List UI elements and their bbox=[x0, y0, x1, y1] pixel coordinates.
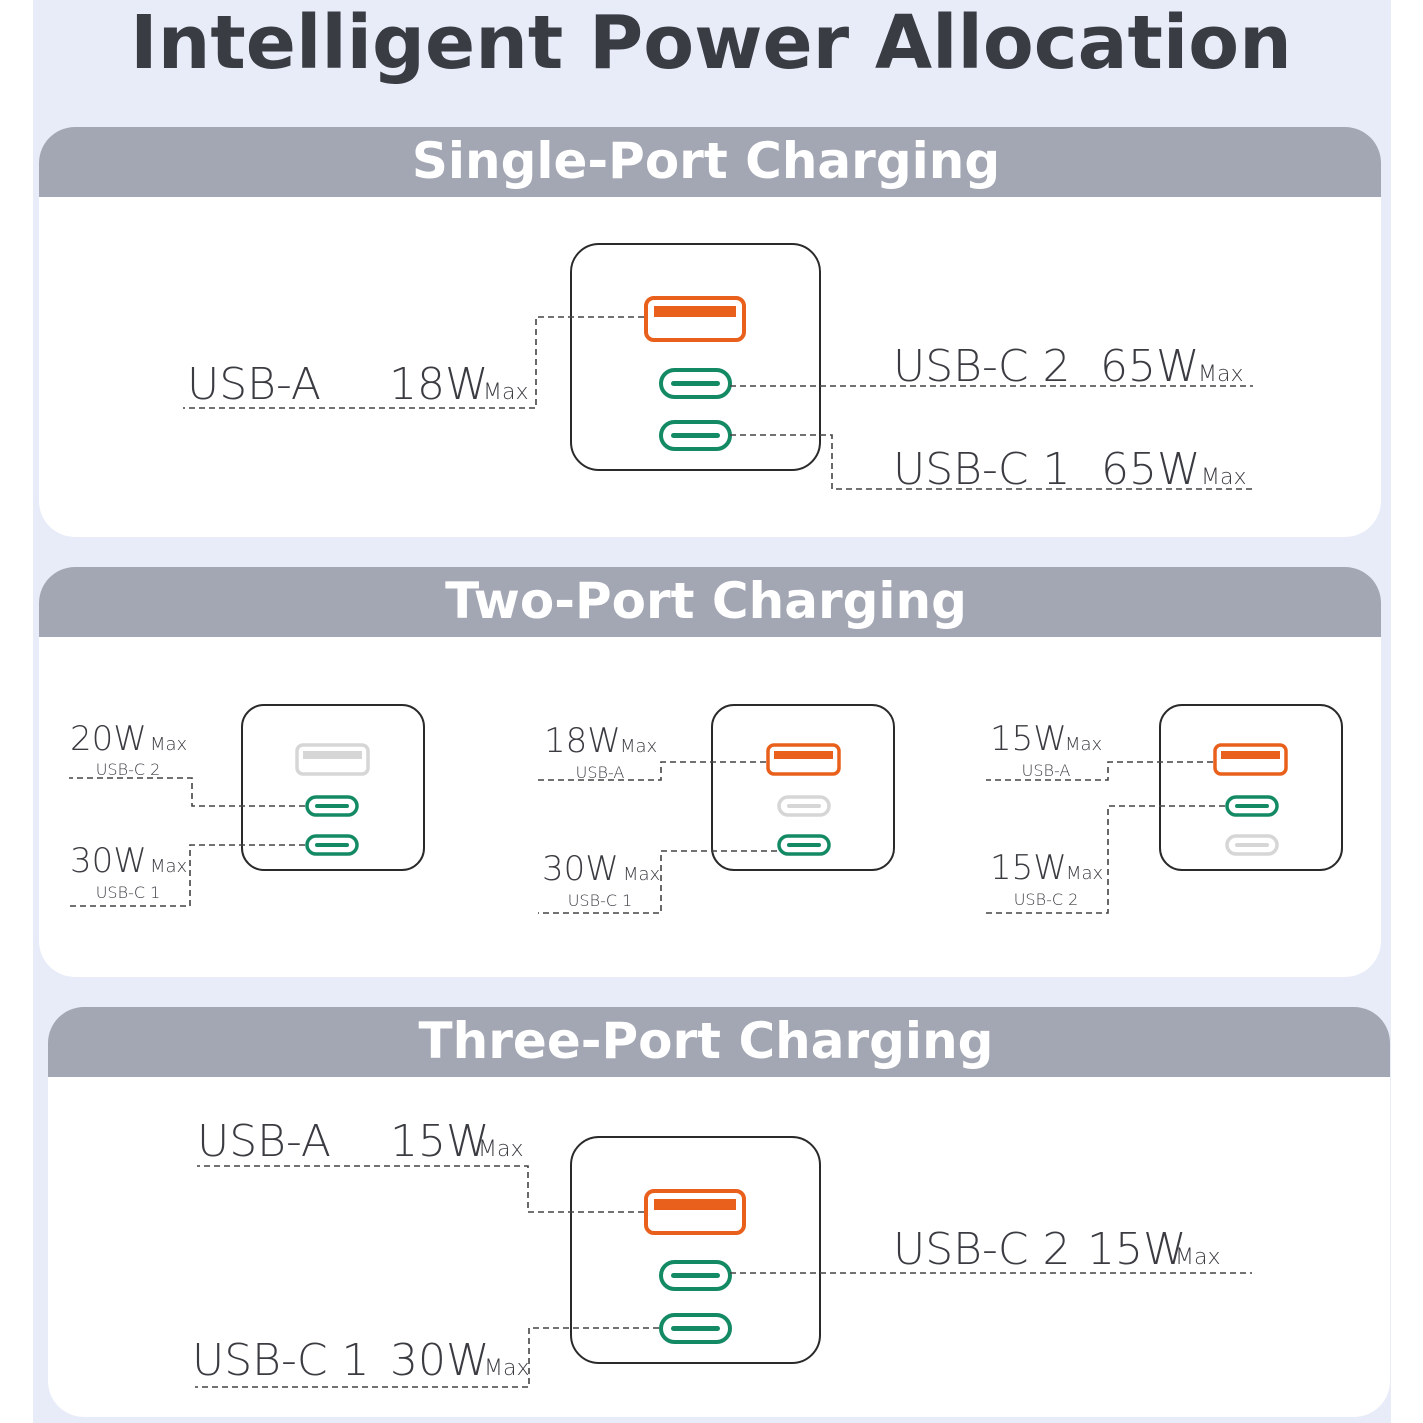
usb-c1-power-value: 30W bbox=[70, 841, 147, 881]
usb-c2-power-value: 15W bbox=[990, 848, 1067, 888]
usb-c2-port-active bbox=[659, 368, 732, 399]
usb-c1-leader-line bbox=[68, 844, 305, 907]
usb-c2-power-value: 15W bbox=[1087, 1224, 1187, 1275]
usb-a-power-value: 15W bbox=[390, 1116, 490, 1167]
usb-c2-max-label: Max bbox=[150, 734, 187, 755]
page-title: Intelligent Power Allocation bbox=[130, 0, 1292, 86]
usb-c1-max-label: Max bbox=[484, 1356, 529, 1381]
usb-a-leader-line bbox=[538, 761, 766, 781]
three-port-panel: Three-Port Charging USB-A 15W Max USB-C … bbox=[48, 1007, 1390, 1417]
usb-a-port-inactive bbox=[295, 743, 370, 776]
usb-c2-port-label: USB-C 2 bbox=[893, 341, 1071, 392]
usb-a-port-active bbox=[644, 1189, 746, 1235]
two-panel-header bbox=[39, 567, 1381, 637]
usb-c2-power-value: 20W bbox=[70, 719, 147, 759]
two-port-combo-a-c2: 15W Max USB-A 15W Max USB-C 2 bbox=[986, 704, 1343, 914]
usb-c1-port-tongue bbox=[315, 843, 349, 847]
usb-c1-leader-line bbox=[730, 434, 1256, 490]
usb-c2-port-active bbox=[1225, 795, 1279, 817]
three-panel-header bbox=[48, 1007, 1390, 1077]
usb-c1-port-tongue bbox=[671, 1326, 720, 1331]
charger-body bbox=[570, 1136, 821, 1364]
usb-a-port-tongue bbox=[654, 306, 736, 317]
usb-c2-port-tongue bbox=[787, 804, 821, 808]
usb-c2-port-label: USB-C 2 bbox=[96, 760, 161, 779]
usb-a-leader-line bbox=[183, 316, 644, 409]
usb-c1-port-label: USB-C 1 bbox=[568, 891, 633, 910]
usb-c1-port-tongue bbox=[1235, 843, 1269, 847]
usb-c1-port-active bbox=[305, 834, 359, 856]
usb-a-max-label: Max bbox=[483, 380, 528, 405]
usb-c2-port-inactive bbox=[777, 795, 831, 817]
charger-body bbox=[570, 243, 821, 471]
usb-c1-port-tongue bbox=[787, 843, 821, 847]
usb-c1-port-label: USB-C 1 bbox=[893, 444, 1071, 495]
usb-c1-port-tongue bbox=[671, 433, 720, 438]
usb-c1-power-value: 65W bbox=[1101, 444, 1201, 495]
charger-body bbox=[1159, 704, 1343, 871]
usb-c1-port-label: USB-C 1 bbox=[192, 1335, 370, 1386]
usb-a-max-label: Max bbox=[1065, 734, 1102, 755]
charger-body bbox=[711, 704, 895, 871]
two-port-combo-a-c1: 18W Max USB-A 30W Max USB-C 1 bbox=[538, 704, 895, 914]
usb-a-max-label: Max bbox=[478, 1137, 523, 1162]
usb-a-port-tongue bbox=[774, 751, 833, 759]
two-port-combo-c2-c1: 20W Max USB-C 2 30W Max USB-C 1 bbox=[68, 704, 425, 907]
usb-c2-leader-line bbox=[986, 805, 1225, 914]
usb-a-power-value: 18W bbox=[544, 721, 621, 761]
usb-a-port-tongue bbox=[303, 751, 362, 759]
three-panel-title: Three-Port Charging bbox=[419, 1012, 994, 1070]
usb-c2-port-tongue bbox=[671, 1273, 720, 1278]
usb-c2-port-label: USB-C 2 bbox=[1014, 890, 1079, 909]
usb-c2-leader-line bbox=[69, 777, 305, 807]
usb-c2-max-label: Max bbox=[1198, 362, 1243, 387]
usb-a-port-label: USB-A bbox=[576, 763, 625, 782]
usb-a-port-active bbox=[1213, 743, 1288, 776]
usb-a-leader-line bbox=[986, 761, 1213, 781]
usb-c1-max-label: Max bbox=[150, 856, 187, 877]
single-port-panel: Single-Port Charging USB-A 18W Max USB-C… bbox=[39, 127, 1381, 537]
usb-a-port-label: USB-A bbox=[197, 1116, 331, 1167]
usb-c1-power-value: 30W bbox=[390, 1335, 490, 1386]
two-panel-title: Two-Port Charging bbox=[445, 572, 967, 630]
usb-a-port-label: USB-A bbox=[187, 359, 321, 410]
usb-a-port-active bbox=[644, 296, 746, 342]
charger-body bbox=[241, 704, 425, 871]
usb-c1-max-label: Max bbox=[623, 864, 660, 885]
usb-c2-port-active bbox=[305, 795, 359, 817]
usb-c2-port-tongue bbox=[315, 804, 349, 808]
usb-a-port-label: USB-A bbox=[1022, 761, 1071, 780]
usb-a-port-tongue bbox=[654, 1199, 736, 1210]
usb-a-max-label: Max bbox=[620, 736, 657, 757]
usb-c1-port-inactive bbox=[1225, 834, 1279, 856]
two-panel-body bbox=[39, 567, 1381, 977]
usb-a-power-value: 15W bbox=[990, 719, 1067, 759]
usb-a-power-value: 18W bbox=[389, 359, 489, 410]
usb-a-port-active bbox=[766, 743, 841, 776]
usb-c1-power-value: 30W bbox=[542, 849, 619, 889]
usb-c2-port-tongue bbox=[671, 381, 720, 386]
two-port-panel: Two-Port Charging 20W Max USB-C 2 30W Ma… bbox=[39, 567, 1381, 977]
usb-c1-port-active bbox=[777, 834, 831, 856]
usb-c1-max-label: Max bbox=[1201, 465, 1246, 490]
usb-c2-power-value: 65W bbox=[1100, 341, 1200, 392]
usb-a-port-tongue bbox=[1221, 751, 1280, 759]
single-panel-title: Single-Port Charging bbox=[412, 132, 1000, 190]
single-panel-header bbox=[39, 127, 1381, 197]
usb-c2-max-label: Max bbox=[1175, 1245, 1220, 1270]
usb-c1-port-label: USB-C 1 bbox=[96, 883, 161, 902]
usb-c2-port-active bbox=[659, 1260, 732, 1291]
usb-c2-port-tongue bbox=[1235, 804, 1269, 808]
usb-c2-max-label: Max bbox=[1066, 863, 1103, 884]
usb-c2-port-label: USB-C 2 bbox=[893, 1224, 1071, 1275]
usb-c1-port-active bbox=[659, 1313, 732, 1344]
usb-c1-leader-line bbox=[195, 1327, 659, 1388]
